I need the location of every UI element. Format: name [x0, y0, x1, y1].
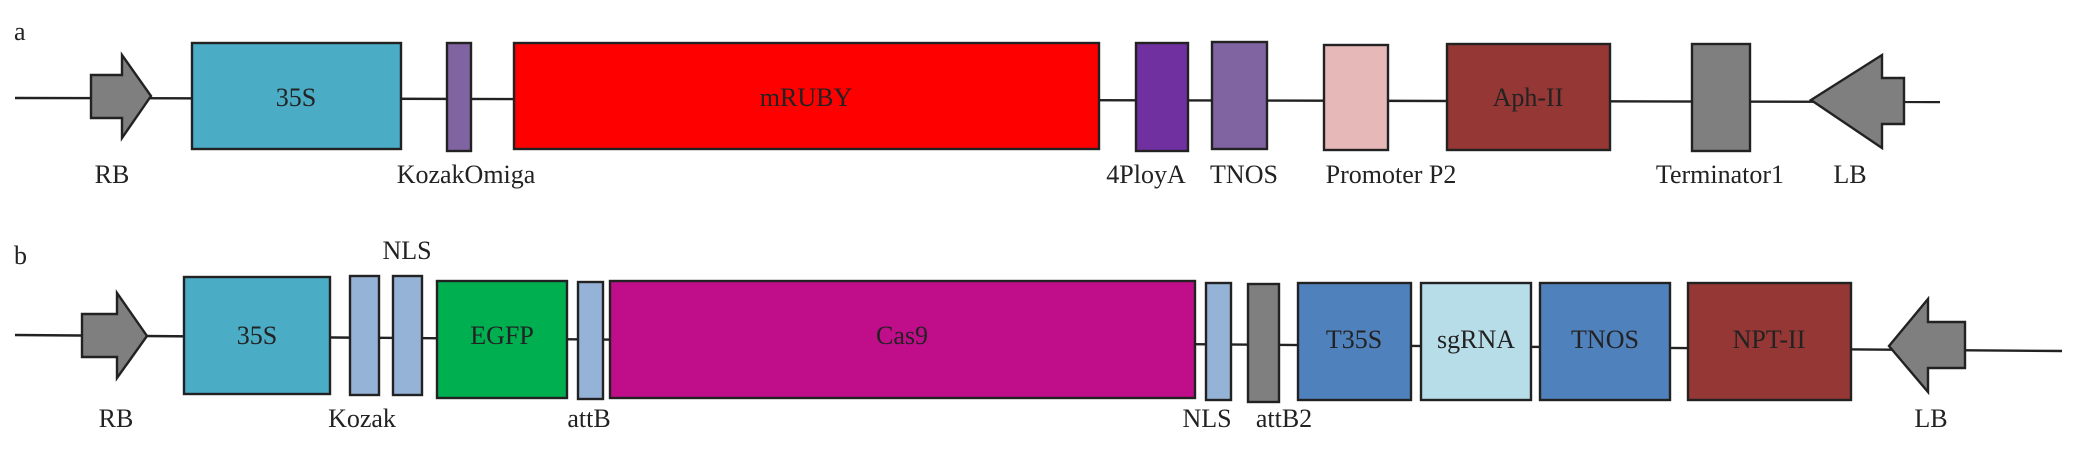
panel-a-kozak-omiga-label: KozakOmiga — [397, 160, 536, 189]
panel-b-label: b — [14, 241, 27, 270]
panel-a-terminator1-label: Terminator1 — [1656, 160, 1784, 189]
panel-b-lb-arrow — [1887, 295, 1967, 396]
panel-a-4ploya-label: 4PloyA — [1106, 160, 1186, 189]
panel-a-label: a — [14, 17, 26, 46]
panel-a-mruby-box — [512, 41, 1101, 151]
panel-a-terminator1-box — [1690, 42, 1752, 153]
panel-b-kozak-box — [348, 274, 381, 397]
panel-b-cas9-text: Cas9 — [876, 321, 928, 350]
panel-b-attb-box — [576, 280, 605, 401]
panel-a-lb-label: LB — [1833, 160, 1866, 189]
panel-b-attb2-box — [1246, 282, 1281, 404]
panel-b-rb-arrow — [80, 289, 149, 382]
panel-b-t35s-text: T35S — [1326, 325, 1382, 354]
panel-b-attb-label: attB — [567, 404, 610, 433]
panel-a-35s-text: 35S — [276, 83, 316, 112]
panel-b-sgrna-box — [1419, 281, 1533, 402]
panel-b-nls-box-2 — [1204, 281, 1233, 402]
panel-a-tnos-box — [1210, 40, 1269, 151]
panel-b-cas9-box — [608, 279, 1197, 400]
panel-a-aph-ii-text: Aph-II — [1493, 83, 1564, 112]
panel-b-tnos-box — [1538, 281, 1672, 402]
panel-a-kozak-omiga-box — [445, 41, 473, 153]
panel-b-npt-ii-text: NPT-II — [1733, 325, 1806, 354]
panel-a-4ploya-box — [1134, 41, 1190, 153]
panel-a-35s-box — [190, 41, 403, 151]
panel-a-tnos-label: TNOS — [1210, 160, 1278, 189]
panel-b-35s-box — [182, 275, 332, 396]
panel-b-35s-text: 35S — [237, 321, 277, 350]
panel-a-promoter-p2-box — [1322, 43, 1390, 152]
panel-a-aph-ii-box — [1445, 42, 1612, 152]
panel-b-t35s-box — [1296, 281, 1413, 402]
panel-a-promoter-p2-label: Promoter P2 — [1326, 160, 1457, 189]
panel-a-rb-label: RB — [95, 160, 130, 189]
panel-b-nls-top-label: NLS — [382, 236, 431, 265]
panel-b-npt-ii-box — [1686, 281, 1853, 402]
panel-a-mruby-text: mRUBY — [760, 83, 853, 112]
panel-b-attb2-label: attB2 — [1256, 404, 1312, 433]
panel-b-nls-box-1 — [391, 274, 424, 397]
panel-b-lb-label: LB — [1914, 404, 1947, 433]
panel-b-egfp-box — [435, 279, 569, 400]
panel-b: b NLS 35S EGFP Cas9 T35S sgRNA TNOS NPT-… — [14, 236, 2063, 433]
panel-b-egfp-text: EGFP — [470, 321, 534, 350]
panel-b-kozak-label: Kozak — [328, 404, 396, 433]
panel-b-rb-label: RB — [99, 404, 134, 433]
panel-b-sgrna-text: sgRNA — [1437, 325, 1515, 354]
panel-a: a 35S mRUBY Aph-II RB KozakOmiga 4PloyA … — [14, 17, 1941, 189]
panel-b-tnos-text: TNOS — [1571, 325, 1639, 354]
panel-a-lb-arrow — [1808, 52, 1906, 151]
panel-a-rb-arrow — [89, 51, 153, 142]
panel-b-nls-bottom-label: NLS — [1182, 404, 1231, 433]
